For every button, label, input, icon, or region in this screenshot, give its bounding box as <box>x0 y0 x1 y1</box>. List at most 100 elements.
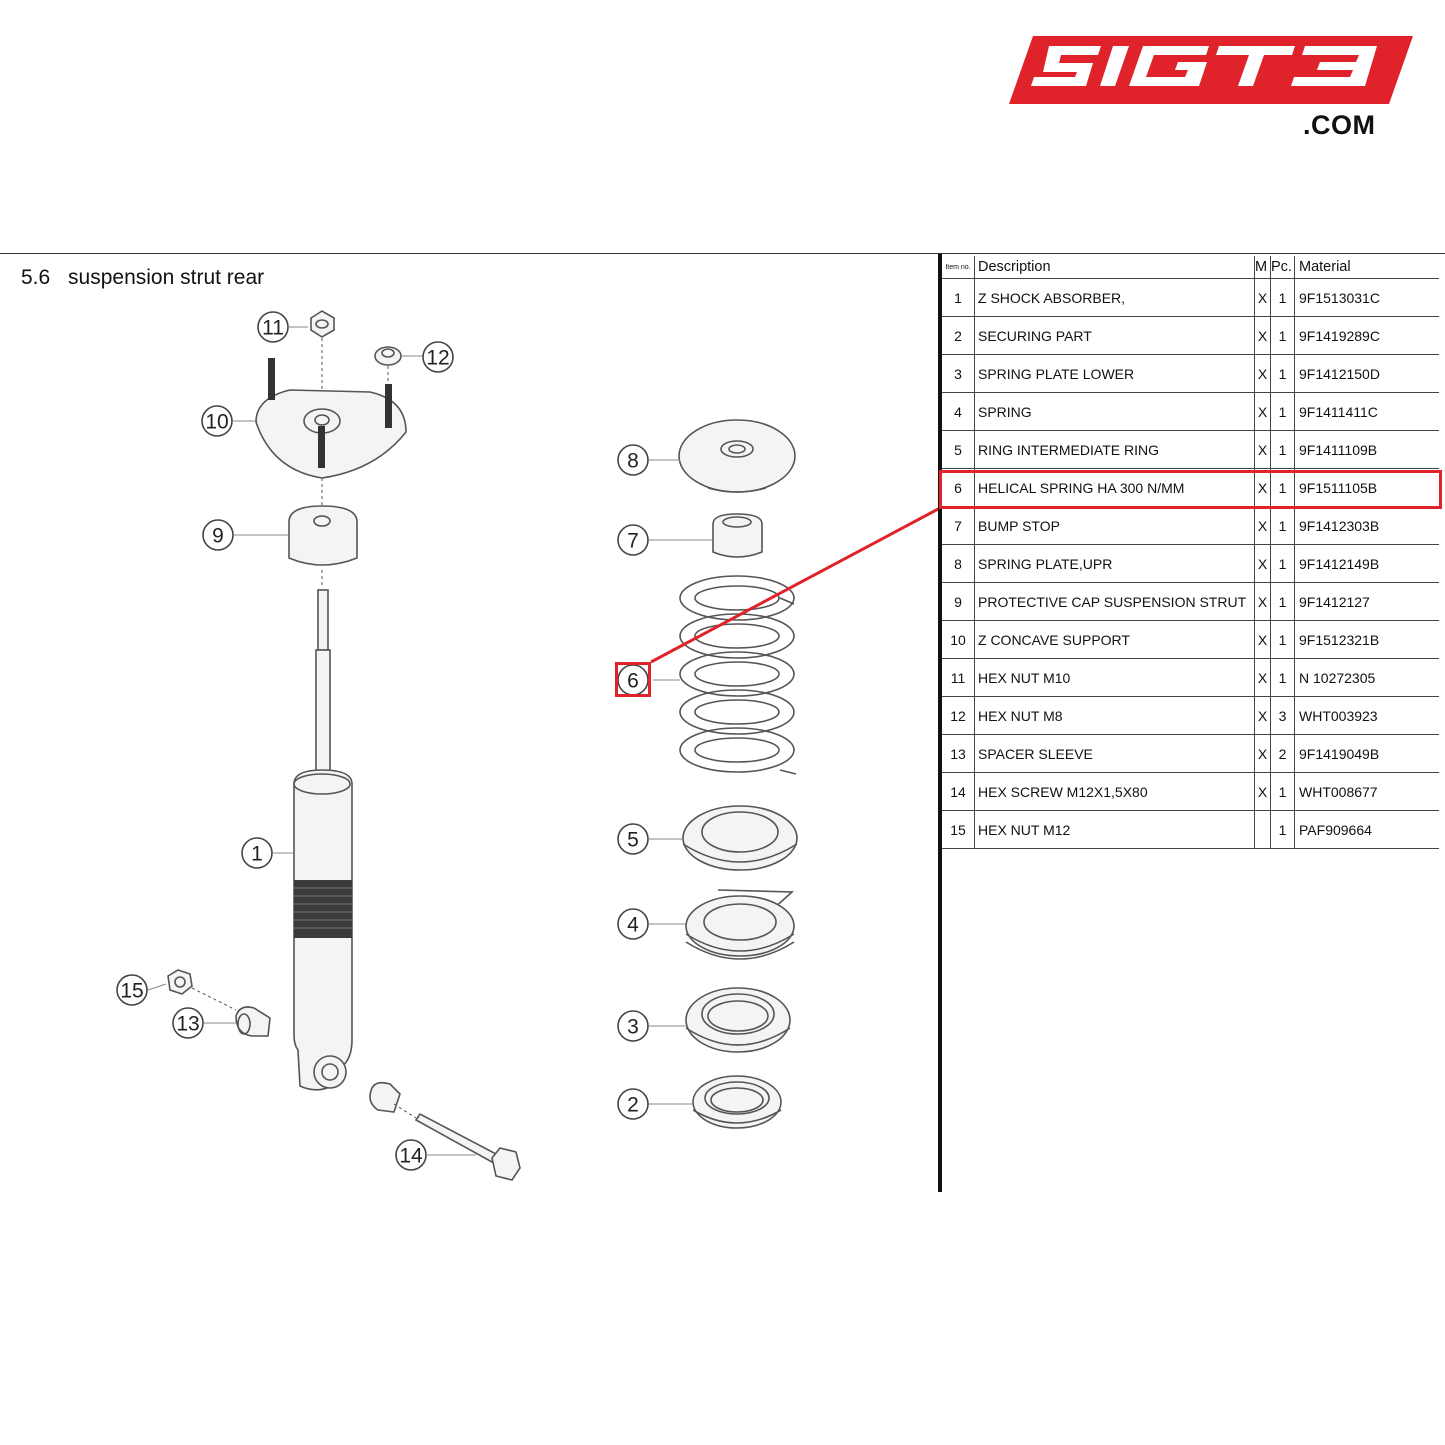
cell-pc: 1 <box>1270 392 1295 431</box>
exploded-parts-drawing: .ln { stroke:#555; stroke-width:1.6; fil… <box>116 310 940 1181</box>
cell-item-no: 10 <box>942 620 975 659</box>
svg-text:6: 6 <box>627 670 639 693</box>
cell-pc: 1 <box>1270 658 1295 697</box>
cell-m: X <box>1254 734 1271 773</box>
cell-item-no: 8 <box>942 544 975 583</box>
helical-spring-part <box>679 575 797 775</box>
cell-m: X <box>1254 544 1271 583</box>
cell-m: X <box>1254 506 1271 545</box>
securing-part-part <box>692 1075 782 1129</box>
callout-15: 15 <box>116 974 148 1006</box>
logo-domain-suffix: .COM <box>1303 110 1376 140</box>
cell-material: 9F1411411C <box>1294 392 1439 431</box>
cell-material: 9F1412149B <box>1294 544 1439 583</box>
svg-text:15: 15 <box>120 980 143 1003</box>
cell-pc: 1 <box>1270 544 1295 583</box>
cell-description: BUMP STOP <box>974 506 1255 545</box>
callout-2: 2 <box>617 1088 649 1120</box>
cell-item-no: 15 <box>942 810 975 849</box>
cell-description: SECURING PART <box>974 316 1255 355</box>
cell-material: 9F1419289C <box>1294 316 1439 355</box>
header-divider <box>0 253 1445 254</box>
cell-m: X <box>1254 696 1271 735</box>
cell-description: SPRING PLATE,UPR <box>974 544 1255 583</box>
cell-item-no: 7 <box>942 506 975 545</box>
cell-description: SPRING <box>974 392 1255 431</box>
cell-description: HEX SCREW M12X1,5X80 <box>974 772 1255 811</box>
cell-m <box>1254 810 1271 849</box>
cell-item-no: 5 <box>942 430 975 469</box>
cell-material: 9F1412303B <box>1294 506 1439 545</box>
cell-description: RING INTERMEDIATE RING <box>974 430 1255 469</box>
cell-material: PAF909664 <box>1294 810 1439 849</box>
callout-10: 10 <box>201 405 233 437</box>
svg-text:5: 5 <box>627 829 639 852</box>
spring-plate-upper-part <box>678 419 796 493</box>
svg-text:3: 3 <box>627 1016 639 1039</box>
cell-material: 9F1412150D <box>1294 354 1439 393</box>
spring-part <box>685 889 795 960</box>
svg-text:11: 11 <box>262 317 284 340</box>
cell-material: WHT003923 <box>1294 696 1439 735</box>
hex-screw-part <box>393 1103 521 1181</box>
callout-14: 14 <box>395 1139 427 1171</box>
callout-11: 11 <box>257 311 289 343</box>
callout-8: 8 <box>617 444 649 476</box>
bump-stop-part <box>712 513 763 558</box>
intermediate-ring-part <box>682 805 798 871</box>
cell-item-no: 9 <box>942 582 975 621</box>
callout-5: 5 <box>617 823 649 855</box>
cell-material: 9F1412127 <box>1294 582 1439 621</box>
cell-item-no: 1 <box>942 278 975 317</box>
cell-description: HEX NUT M8 <box>974 696 1255 735</box>
cell-description: SPRING PLATE LOWER <box>974 354 1255 393</box>
concave-support-part <box>255 358 407 508</box>
table-left-border <box>938 254 942 1192</box>
cell-pc: 3 <box>1270 696 1295 735</box>
highlighted-row-6 <box>939 470 1442 509</box>
svg-text:4: 4 <box>627 914 639 937</box>
cell-material: WHT008677 <box>1294 772 1439 811</box>
svg-text:7: 7 <box>627 530 639 553</box>
cell-pc: 1 <box>1270 278 1295 317</box>
svg-text:13: 13 <box>176 1013 199 1036</box>
cell-m: X <box>1254 392 1271 431</box>
cell-material: 9F1512321B <box>1294 620 1439 659</box>
svg-text:10: 10 <box>205 411 228 434</box>
cell-item-no: 13 <box>942 734 975 773</box>
hex-nut-m12-part <box>167 969 237 1011</box>
callout-3: 3 <box>617 1010 649 1042</box>
cell-pc: 1 <box>1270 772 1295 811</box>
cell-pc: 1 <box>1270 810 1295 849</box>
svg-text:14: 14 <box>399 1145 423 1168</box>
protective-cap-part <box>288 505 358 588</box>
cell-material: 9F1511105B <box>1294 468 1439 507</box>
cell-m: X <box>1254 772 1271 811</box>
cell-material: 9F1411109B <box>1294 430 1439 469</box>
sigt3-logo <box>1009 36 1413 104</box>
section-name: suspension strut rear <box>68 266 265 289</box>
cell-material: 9F1513031C <box>1294 278 1439 317</box>
cell-m: X <box>1254 430 1271 469</box>
cell-pc: 2 <box>1270 734 1295 773</box>
callout-12: 12 <box>422 341 454 373</box>
callout-13: 13 <box>172 1007 204 1039</box>
callout-7: 7 <box>617 524 649 556</box>
callout-9: 9 <box>202 519 234 551</box>
svg-text:1: 1 <box>251 843 263 866</box>
cell-pc: 1 <box>1270 354 1295 393</box>
cell-m: X <box>1254 582 1271 621</box>
cell-item-no: 11 <box>942 658 975 697</box>
header-description: Description <box>974 256 1255 279</box>
cell-description: Z SHOCK ABSORBER, <box>974 278 1255 317</box>
cell-item-no: 3 <box>942 354 975 393</box>
cell-item-no: 2 <box>942 316 975 355</box>
cell-description: HEX NUT M12 <box>974 810 1255 849</box>
